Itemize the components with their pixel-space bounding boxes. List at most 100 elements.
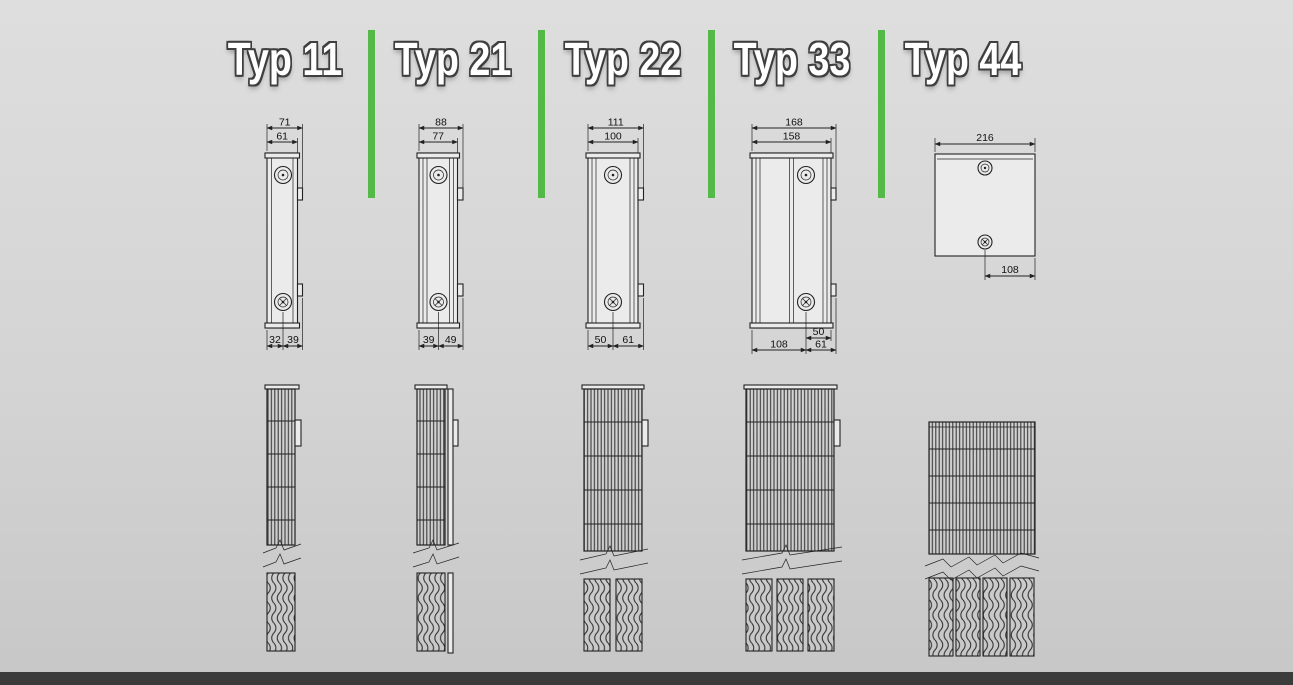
convector-lower-block: [266, 572, 296, 652]
wall-clip-top: [296, 187, 304, 201]
typ11-section-view: [262, 384, 302, 652]
dim-label-depth-total: 88: [435, 118, 447, 129]
break-lines: [741, 544, 843, 575]
dim-label-conn-back: 61: [815, 339, 827, 351]
convector-upper-block: [264, 384, 302, 546]
top-cap: [743, 384, 838, 390]
convector-lower-block: [583, 578, 643, 652]
dim-connection-bottom: 50 61: [587, 298, 645, 350]
valve-connection-bottom: [273, 292, 293, 312]
break-lines: [579, 545, 649, 575]
dim-depth-total: 111: [587, 118, 645, 188]
dim-label-conn-front: 108: [770, 339, 788, 351]
typ44-profile-view: 216 108: [934, 132, 1036, 280]
wall-bracket: [641, 419, 649, 447]
valve-connection-top: [796, 165, 816, 185]
convector-lower-block: [416, 572, 454, 654]
typ44-section-view: [924, 421, 1040, 657]
wall-clip-top: [830, 187, 837, 201]
typ33-profile-view: 168 158 50: [749, 118, 837, 354]
valve-connection-bottom: [977, 234, 993, 250]
dim-label-conn-front: 50: [595, 334, 607, 346]
dim-label-depth-total: 168: [785, 118, 803, 129]
dim-depth-body: 100: [587, 131, 639, 153]
valve-connection-top: [603, 165, 623, 185]
wall-clip-bottom: [637, 283, 645, 297]
break-lines: [262, 539, 302, 568]
dim-depth-total: 88: [418, 118, 464, 188]
typ21-section-view: [412, 384, 460, 654]
wall-clip-top: [456, 187, 464, 201]
type-label-text: Typ 22: [564, 33, 682, 85]
type-label-typ22: Typ 22: [562, 28, 685, 90]
convector-upper-block: [581, 384, 649, 552]
rear-panel: [447, 388, 454, 546]
convector-upper-block: [414, 384, 459, 546]
valve-connection-bottom: [796, 292, 816, 312]
wall-bracket: [452, 419, 459, 447]
type-label-typ21: Typ 21: [392, 28, 515, 90]
dim-label-conn-back: 61: [622, 334, 634, 346]
valve-connection-top: [273, 165, 293, 185]
typ21-profile-view: 88 77: [416, 118, 464, 350]
dim-connection-bottom: 32 39: [266, 298, 304, 350]
dim-connection-bottom: 50 108 61: [751, 298, 837, 354]
top-cap: [264, 384, 300, 390]
convector-lower-block: [745, 578, 835, 652]
divider-bar: [708, 30, 715, 198]
break-lines: [412, 539, 460, 568]
wall-clip-bottom: [830, 283, 837, 297]
dim-label-depth-total: 216: [976, 132, 994, 144]
dim-depth-body: 77: [418, 131, 459, 153]
dim-label-depth-total: 111: [608, 118, 624, 129]
dim-label-conn-front: 32: [269, 334, 281, 346]
top-cap: [581, 384, 645, 390]
convector-upper-block: [743, 384, 841, 552]
dim-depth-body: 158: [751, 131, 832, 153]
typ22-section-view: [579, 384, 649, 652]
break-lines: [924, 552, 1040, 581]
type-label-text: Typ 33: [733, 33, 851, 85]
valve-connection-top: [429, 165, 448, 185]
dim-depth-body: 61: [266, 131, 299, 153]
dim-connection-bottom: 39 49: [418, 298, 464, 350]
wall-bracket: [833, 419, 841, 447]
dim-label-depth-body: 158: [783, 131, 801, 143]
dim-depth-total: 71: [266, 118, 304, 188]
valve-connection-bottom: [603, 292, 623, 312]
typ22-profile-view: 111 100: [585, 118, 645, 350]
wall-bracket: [294, 419, 302, 447]
dim-depth-total: 216: [934, 132, 1036, 152]
valve-connection-top: [977, 160, 993, 176]
dim-label-conn-back: 39: [287, 334, 299, 346]
dim-label-depth-body: 77: [432, 131, 444, 143]
dim-connection-bottom: 108: [984, 250, 1036, 280]
dim-label-depth-body: 61: [276, 131, 288, 143]
dim-label-conn-back: 49: [445, 334, 457, 346]
dim-label-conn-mid: 50: [813, 326, 825, 338]
typ11-profile-view: 71 61 32 39: [264, 118, 304, 350]
wall-clip-top: [637, 187, 645, 201]
type-label-typ33: Typ 33: [731, 28, 854, 90]
top-cap: [414, 384, 448, 390]
dim-label-depth-body: 100: [604, 131, 622, 143]
radiator-body: [749, 152, 837, 329]
wall-clip-bottom: [296, 283, 304, 297]
divider-bar: [878, 30, 885, 198]
dim-label-conn-back: 108: [1001, 264, 1019, 276]
type-label-text: Typ 21: [394, 33, 512, 85]
divider-bar: [538, 30, 545, 198]
type-label-typ11: Typ 11: [224, 28, 347, 90]
dim-label-conn-front: 39: [423, 334, 435, 346]
dim-depth-total: 168: [751, 118, 837, 188]
type-label-typ44: Typ 44: [902, 28, 1025, 90]
typ33-section-view: [741, 384, 843, 652]
dim-label-depth-total: 71: [279, 118, 291, 129]
divider-bar: [368, 30, 375, 198]
footer-bar: [0, 672, 1293, 685]
type-label-text: Typ 44: [904, 33, 1022, 85]
valve-connection-bottom: [429, 292, 448, 312]
type-label-text: Typ 11: [227, 33, 343, 85]
rear-panel-lower: [447, 572, 454, 654]
